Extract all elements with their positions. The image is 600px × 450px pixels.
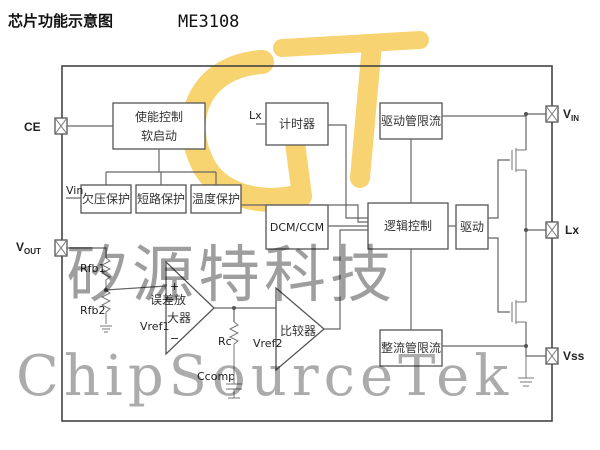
svg-text:大器: 大器 [167, 311, 191, 325]
error-amplifier: + − 误差放 大器 [150, 260, 215, 356]
block-logic-control: 逻辑控制 [367, 202, 449, 250]
svg-text:计时器: 计时器 [279, 117, 315, 131]
svg-text:DCM/CCM: DCM/CCM [270, 221, 324, 234]
svg-text:温度保护: 温度保护 [192, 191, 240, 206]
svg-text:−: − [170, 332, 179, 345]
pin-lx: Lx [545, 221, 579, 239]
rfb1-label: Rfb1 [80, 262, 106, 275]
svg-text:软启动: 软启动 [141, 129, 177, 143]
svg-text:驱动: 驱动 [460, 220, 484, 234]
pin-vout: VOUT [16, 239, 68, 257]
block-timer: 计时器 [265, 102, 329, 146]
block-rectifier-current-limit: 整流管限流 [379, 329, 443, 367]
wiring [66, 112, 546, 399]
svg-text:欠压保护: 欠压保护 [82, 191, 130, 206]
svg-text:逻辑控制: 逻辑控制 [384, 219, 432, 233]
watermark-english: ChipSourceTek [16, 344, 513, 409]
pin-vin-label: VIN [563, 107, 579, 123]
vref2-label: Vref2 [253, 337, 282, 350]
block-enable-softstart: 使能控制 软启动 [112, 102, 206, 150]
svg-text:短路保护: 短路保护 [137, 191, 185, 206]
block-driver-current-limit: 驱动管限流 [379, 102, 443, 140]
vin-label: Vin [66, 184, 83, 197]
vref1-label: Vref1 [140, 320, 169, 333]
svg-text:误差放: 误差放 [150, 292, 186, 307]
block-otp: 温度保护 [190, 184, 242, 214]
pin-vout-label: VOUT [16, 240, 41, 256]
pin-vss-label: Vss [563, 349, 585, 363]
ccomp-label: Ccomp [197, 370, 235, 383]
svg-text:比较器: 比较器 [280, 323, 316, 338]
pin-lx-label: Lx [565, 223, 579, 237]
watermark-chinese: 矽源特科技 [66, 238, 396, 311]
pin-ce-label: CE [24, 120, 41, 134]
block-drive: 驱动 [455, 204, 489, 250]
diagram-title: 芯片功能示意图 [8, 12, 113, 30]
block-scp: 短路保护 [135, 184, 187, 214]
pin-ce: CE [24, 117, 68, 135]
block-uvp: 欠压保护 [80, 184, 132, 214]
rc-label: Rc [218, 335, 232, 348]
block-dcm-ccm: DCM/CCM [265, 204, 329, 250]
svg-text:驱动管限流: 驱动管限流 [381, 113, 441, 128]
pin-vin: VIN [545, 105, 579, 123]
rfb2-label: Rfb2 [80, 304, 106, 317]
part-number: ME3108 [178, 12, 239, 32]
svg-text:使能控制: 使能控制 [135, 109, 183, 124]
svg-text:整流管限流: 整流管限流 [381, 340, 441, 355]
lx-input-label: Lx [249, 109, 262, 122]
comparator: 比较器 [275, 286, 326, 372]
svg-text:+: + [170, 280, 179, 293]
pin-vss: Vss [545, 347, 585, 365]
